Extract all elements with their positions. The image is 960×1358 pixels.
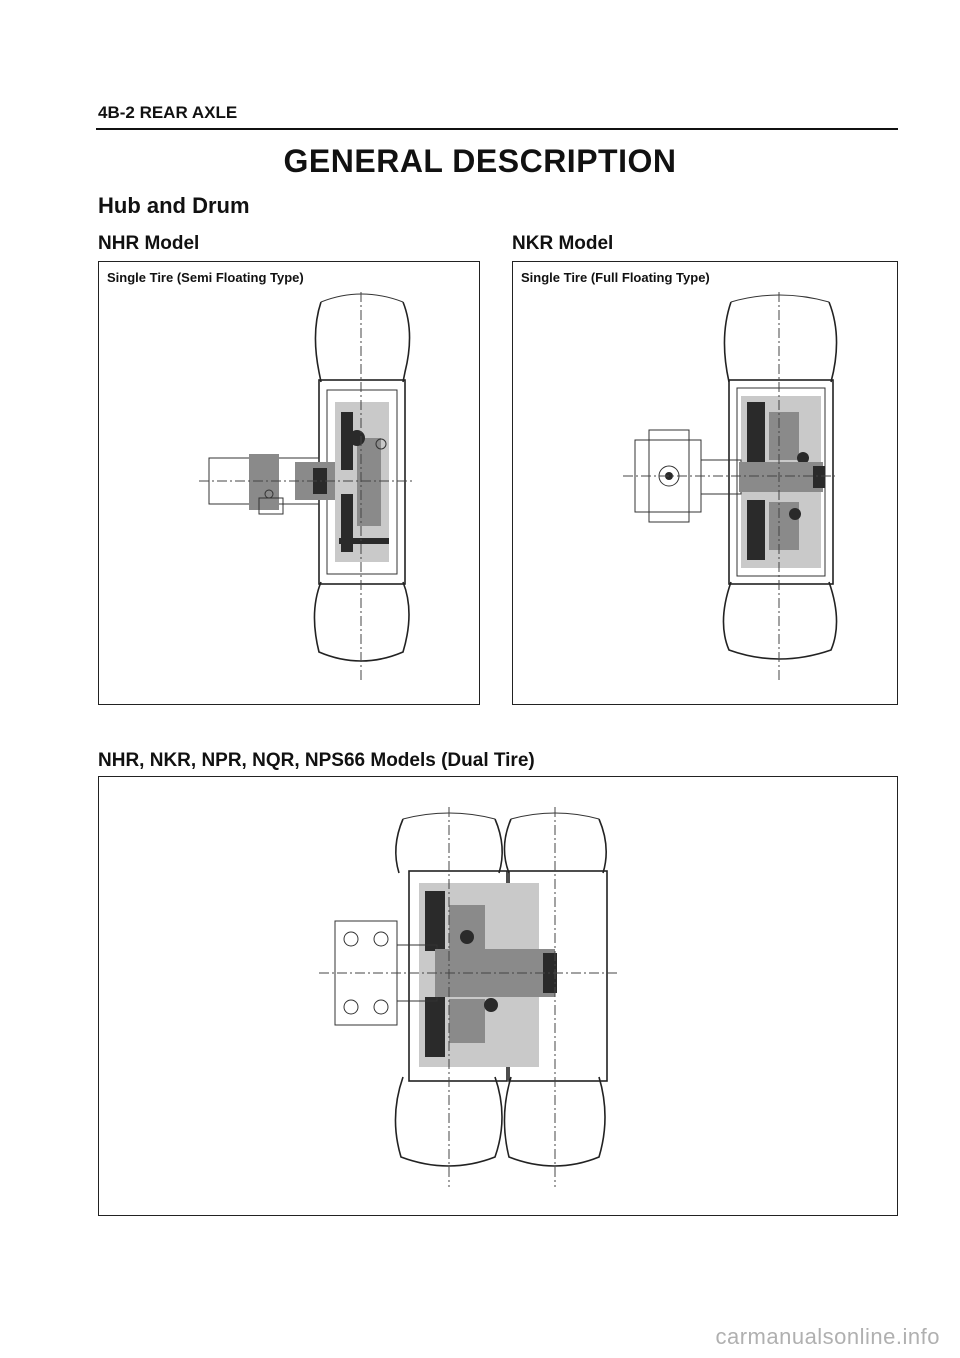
figure-1-model: NHR Model [98,233,200,254]
figure-1-caption: Single Tire (Semi Floating Type) [107,270,304,285]
section-heading: Hub and Drum [98,193,250,218]
page-title: GENERAL DESCRIPTION [283,143,677,179]
figure-3-panel [98,776,898,1216]
figure-1-panel: Single Tire (Semi Floating Type) [98,261,480,705]
header-rule [96,128,898,130]
watermark: carmanualsonline.info [715,1324,940,1349]
figure-3-model: NHR, NKR, NPR, NQR, NPS66 Models (Dual T… [98,750,535,771]
figure-2-drawing [623,292,838,682]
figure-2-panel: Single Tire (Full Floating Type) [512,261,898,705]
figure-2-caption: Single Tire (Full Floating Type) [521,270,710,285]
page-header: 4B-2 REAR AXLE [98,103,238,122]
figure-3-drawing [319,807,619,1187]
figure-1-drawing [199,292,415,682]
figure-2-model: NKR Model [512,233,614,254]
